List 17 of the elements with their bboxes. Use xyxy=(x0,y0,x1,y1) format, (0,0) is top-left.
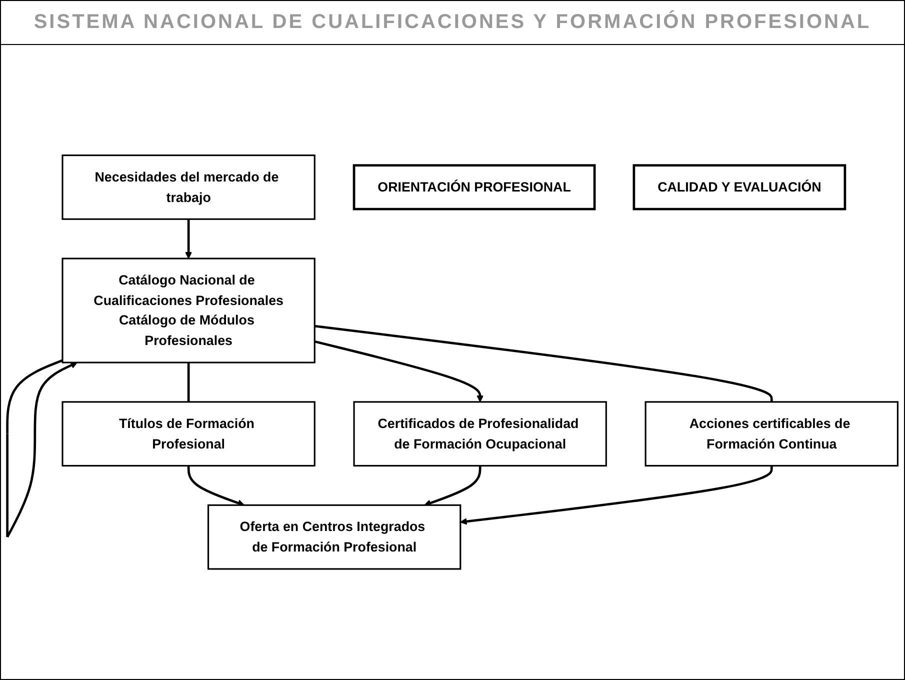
node-box: Certificados de Profesionalidad de Formación Ocupacional xyxy=(353,401,607,466)
connector xyxy=(187,362,190,402)
connector xyxy=(314,324,773,402)
node-box: Oferta en Centros Integrados de Formación Profesional xyxy=(207,504,462,570)
node-box: Necesidades del mercado de trabajo xyxy=(62,154,316,220)
node-box: Acciones certificables de Formación Continua xyxy=(644,401,898,466)
arrow xyxy=(460,466,773,525)
node-box: Títulos de Formación Profesional xyxy=(62,401,316,466)
node-box: Catálogo Nacional de Cualificaciones Profesionales Catálogo de Módulos Profesionales xyxy=(62,258,316,364)
arrow xyxy=(6,359,78,538)
arrow xyxy=(185,218,192,259)
diagram-title: SISTEMA NACIONAL DE CUALIFICACIONES Y FORMACIÓN PROFESIONAL xyxy=(1,1,904,45)
node-box: ORIENTACIÓN PROFESIONAL xyxy=(352,164,596,210)
arrow xyxy=(314,340,484,402)
arrow xyxy=(424,466,482,506)
node-box: CALIDAD Y EVALUACIÓN xyxy=(632,164,846,210)
arrow xyxy=(187,466,245,506)
